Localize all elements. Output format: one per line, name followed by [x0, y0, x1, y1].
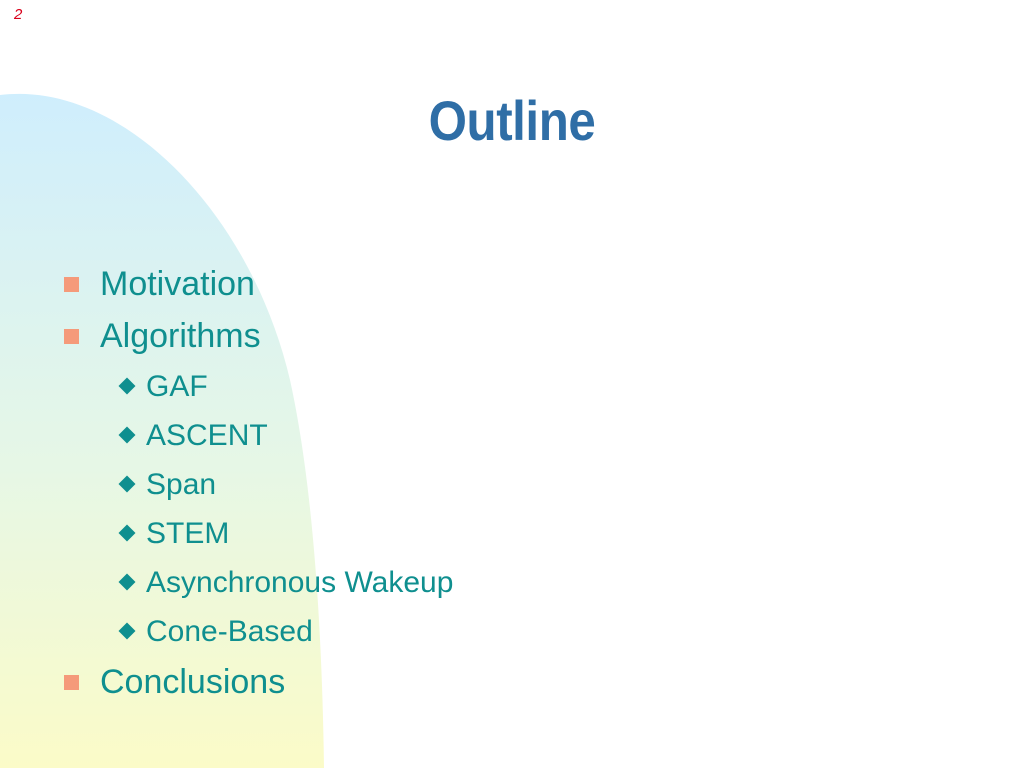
- arc-shape: [0, 93, 324, 768]
- diamond-bullet-icon: [118, 377, 136, 395]
- sub-item-span: Span: [62, 460, 453, 509]
- sub-item-stem: STEM: [62, 509, 453, 558]
- sub-item-cone-based: Cone-Based: [62, 607, 453, 656]
- sub-item-label: ASCENT: [146, 419, 268, 452]
- sub-item-label: GAF: [146, 370, 208, 403]
- diamond-bullet-icon: [118, 426, 136, 444]
- outline-item-label: Motivation: [100, 265, 255, 303]
- outline-item-label: Algorithms: [100, 317, 261, 355]
- sub-item-label: Asynchronous Wakeup: [146, 566, 454, 599]
- outline-item-motivation: Motivation: [62, 258, 453, 310]
- algorithms-sublist: GAF ASCENT Span STEM Asynchronous Wakeup: [62, 362, 453, 656]
- sub-item-label: Span: [146, 468, 217, 501]
- sub-item-label: STEM: [146, 517, 230, 550]
- diamond-bullet-icon: [118, 524, 136, 542]
- sub-item-label: Cone-Based: [146, 615, 313, 648]
- diamond-bullet-icon: [118, 475, 136, 493]
- sub-item-ascent: ASCENT: [62, 411, 453, 460]
- outline-item-algorithms-group: Algorithms GAF ASCENT Span STEM: [62, 310, 453, 656]
- diamond-bullet-icon: [118, 622, 136, 640]
- diamond-bullet-icon: [118, 573, 136, 591]
- page-number: 2: [14, 6, 23, 23]
- square-bullet-icon: [64, 675, 79, 690]
- slide-title: Outline: [428, 89, 596, 152]
- outline-item-algorithms: Algorithms: [62, 310, 453, 362]
- outline-item-label: Conclusions: [100, 663, 286, 701]
- square-bullet-icon: [64, 277, 79, 292]
- outline-item-conclusions: Conclusions: [62, 656, 453, 708]
- outline-list: Motivation Algorithms GAF ASCENT Span: [62, 258, 453, 708]
- sub-item-gaf: GAF: [62, 362, 453, 411]
- square-bullet-icon: [64, 329, 79, 344]
- sub-item-asynchronous-wakeup: Asynchronous Wakeup: [62, 558, 453, 607]
